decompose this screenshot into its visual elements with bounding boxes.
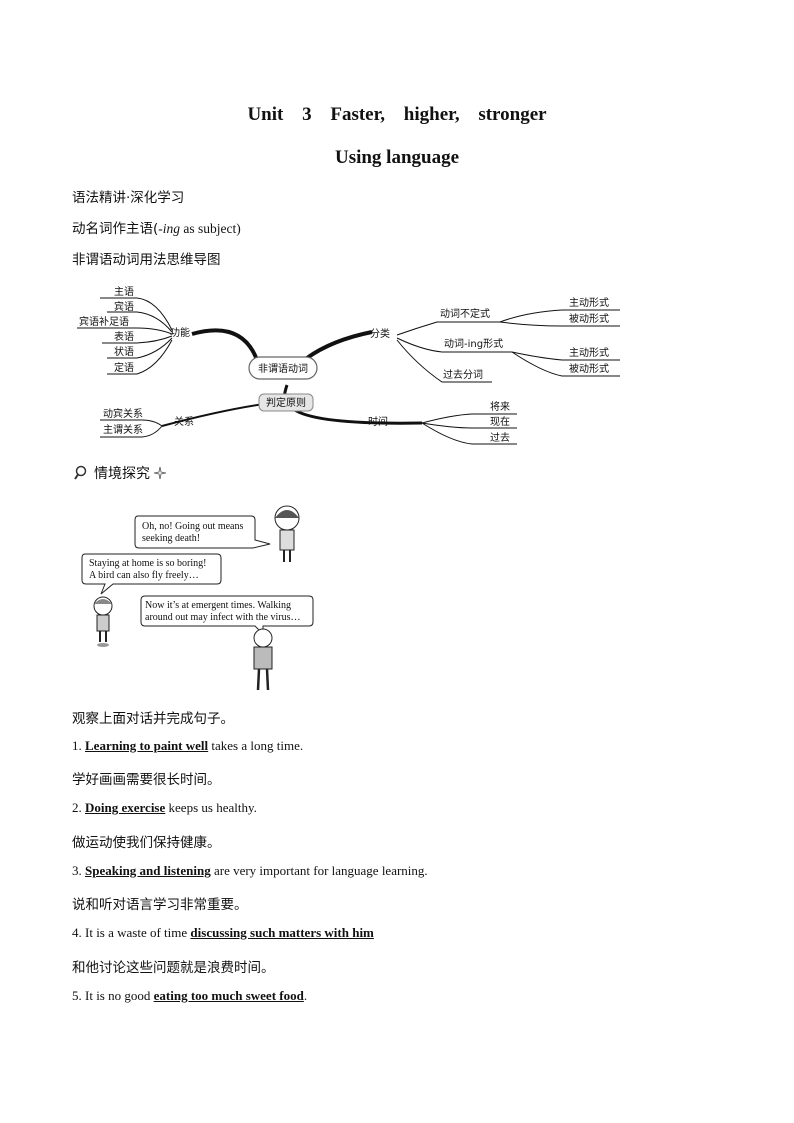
time-item: 过去 [490, 431, 510, 444]
boy-line: A bird can also fly freely… [89, 570, 199, 581]
item-number: 1. [72, 738, 82, 753]
time-item: 现在 [490, 416, 510, 428]
mindmap-diagram: 非谓语动词 判定原则 功能 主语 宾语 宾语补足语 表语 状语 定语 分类 动词… [77, 286, 620, 445]
mindmap-caption: 非谓语动词用法思维导图 [72, 252, 221, 268]
magnifier-icon [74, 465, 87, 480]
relation-item: 主谓关系 [103, 423, 143, 436]
sentence-after: keeps us healthy. [165, 800, 257, 815]
sentence-3: 3. Speaking and listening are very impor… [72, 863, 428, 879]
translation-2: 做运动使我们保持健康。 [72, 835, 221, 851]
sentence-after: are very important for language learning… [210, 863, 428, 878]
center-label: 非谓语动词 [258, 363, 308, 375]
sentence-after: takes a long time. [208, 738, 304, 753]
exercise-instruction: 观察上面对话并完成句子。 [72, 711, 234, 727]
sentence-2: 2. Doing exercise keeps us healthy. [72, 800, 257, 816]
answer-blank: Doing exercise [85, 800, 166, 815]
answer-blank: Speaking and listening [85, 863, 211, 878]
girl-speech-bubble [134, 515, 271, 549]
function-item: 定语 [114, 361, 134, 374]
infinitive-active: 主动形式 [569, 296, 609, 309]
answer-blank: Learning to paint well [85, 738, 209, 753]
sentence-4: 4. It is a waste of time discussing such… [72, 925, 374, 941]
sentence-before: It is a waste of time [85, 925, 191, 940]
man-figure [253, 628, 273, 691]
translation-3: 说和听对语言学习非常重要。 [72, 897, 248, 913]
boy-figure [93, 596, 113, 647]
ing-form-label: 动词-ing形式 [444, 337, 503, 350]
sentence-5: 5. It is no good eating too much sweet f… [72, 988, 307, 1004]
girl-line: Oh, no! Going out means [142, 521, 243, 532]
answer-blank: eating too much sweet food [153, 988, 304, 1003]
judge-node [258, 393, 314, 412]
infinitive-label: 动词不定式 [440, 307, 490, 320]
sparkle-icon [153, 466, 167, 480]
judge-label: 判定原则 [266, 396, 306, 409]
grammar-topic: 动名词作主语(-ing as subject) [72, 217, 241, 237]
time-label: 时间 [368, 415, 388, 428]
topic-italic: -ing [158, 221, 181, 236]
boy-line: Staying at home is so boring! [89, 558, 207, 569]
scenario-heading: 情境探究 [74, 463, 167, 483]
function-item: 宾语 [114, 300, 134, 313]
past-participle-label: 过去分词 [443, 368, 483, 381]
time-item: 将来 [490, 401, 510, 413]
categories-label: 分类 [370, 327, 390, 340]
sentence-1: 1. Learning to paint well takes a long t… [72, 738, 303, 754]
function-item: 表语 [114, 330, 134, 343]
function-item: 状语 [114, 345, 134, 358]
man-line: around out may infect with the virus… [145, 612, 301, 623]
section-title: Using language [334, 147, 460, 168]
infinitive-passive: 被动形式 [569, 312, 609, 325]
item-number: 3. [72, 863, 82, 878]
scenario-illustration: Oh, no! Going out means seeking death! S… [81, 505, 314, 691]
function-item: 主语 [114, 286, 134, 298]
center-node [248, 356, 318, 380]
translation-4: 和他讨论这些问题就是浪费时间。 [72, 960, 275, 976]
translation-1: 学好画画需要很长时间。 [72, 772, 221, 788]
ing-active: 主动形式 [569, 346, 609, 359]
ing-passive: 被动形式 [569, 362, 609, 375]
function-item: 宾语补足语 [79, 315, 129, 328]
relation-label: 关系 [174, 415, 194, 428]
item-number: 4. [72, 925, 82, 940]
topic-suffix: as subject) [180, 221, 241, 236]
item-number: 2. [72, 800, 82, 815]
girl-figure [274, 505, 300, 562]
section-heading: 语法精讲·深化学习 [72, 190, 185, 206]
boy-speech-bubble [81, 553, 222, 595]
topic-prefix: 动名词作主语( [72, 221, 159, 237]
unit-title: Unit 3 Faster, higher, stronger [247, 104, 547, 125]
functions-label: 功能 [170, 326, 190, 339]
sentence-after: . [303, 988, 308, 1003]
item-number: 5. [72, 988, 82, 1003]
answer-blank: discussing such matters with him [190, 925, 374, 940]
girl-line: seeking death! [142, 533, 200, 544]
sentence-before: It is no good [85, 988, 154, 1003]
scenario-label: 情境探究 [94, 466, 150, 482]
man-line: Now it’s at emergent times. Walking [145, 600, 291, 611]
relation-item: 动宾关系 [103, 407, 143, 420]
